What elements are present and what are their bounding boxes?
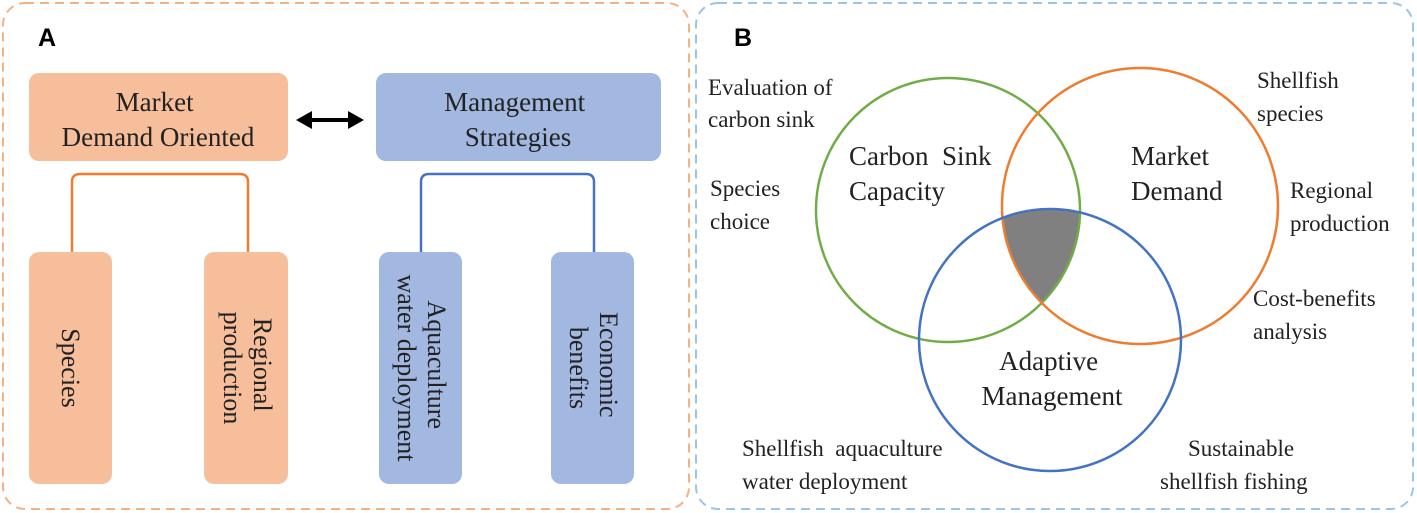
economic-benefits-label: Economic benefits (564, 312, 623, 424)
venn-intersection (1002, 209, 1080, 342)
annotation-evaluation-carbon-sink: Evaluation of carbon sink (708, 75, 838, 132)
regional-production-box (204, 252, 288, 484)
adaptive-management-circle (917, 207, 1183, 473)
carbon-sink-label: Carbon Sink Capacity (0, 0, 1025, 206)
annotation-shellfish-aquaculture: Shellfish aquaculture water deployment (742, 436, 943, 494)
annotation-cost-benefits: Cost-benefits analysis (1253, 286, 1381, 344)
panel-b-label: B (734, 24, 752, 52)
aquaculture-label: Aquaculture water deployment (392, 275, 451, 463)
double-arrow-icon (296, 111, 364, 129)
left-bracket (70, 172, 250, 252)
management-strategies-box (376, 73, 661, 161)
management-strategies-title: Management Strategies (444, 87, 592, 152)
panel-a-border (2, 2, 690, 510)
annotation-species-choice: Species choice (710, 176, 786, 234)
market-demand-label: Market Demand (1131, 141, 1223, 206)
annotation-regional-production: Regional production (1290, 178, 1390, 236)
panel-a-label: A (38, 24, 56, 52)
annotation-shellfish-species: Shellfish species (1257, 68, 1345, 126)
carbon-sink-circle (814, 76, 1082, 344)
market-demand-title: Market Demand Oriented (62, 87, 255, 152)
economic-benefits-box (551, 252, 634, 484)
panel-b-border (695, 2, 1414, 510)
right-bracket (419, 172, 596, 252)
aquaculture-box (379, 252, 462, 484)
regional-production-label: Regional production (218, 312, 277, 425)
market-demand-box (29, 73, 288, 161)
species-label: Species (56, 328, 85, 407)
annotation-sustainable-fishing: Sustainable shellfish fishing (1160, 436, 1308, 494)
species-box (29, 252, 112, 484)
adaptive-management-label: Adaptive Management (982, 346, 1123, 411)
market-demand-circle (1000, 66, 1280, 346)
